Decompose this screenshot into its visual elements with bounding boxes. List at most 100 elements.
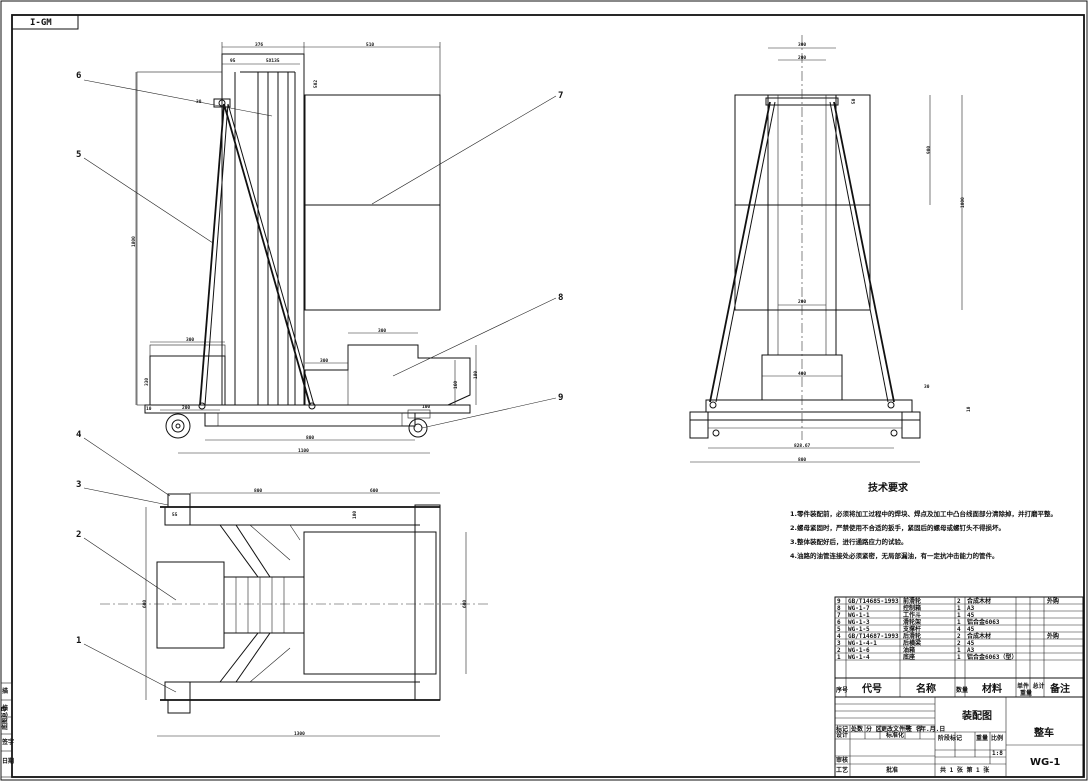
svg-text:4: 4 — [837, 633, 841, 640]
side-platform — [705, 399, 913, 413]
side-strut-right — [833, 101, 895, 403]
svg-text:签 名: 签 名 — [905, 725, 922, 733]
svg-text:3: 3 — [76, 480, 81, 490]
dim-100: 100 — [422, 404, 430, 410]
dim-800: 800 — [306, 435, 314, 441]
tech-requirements: 技术要求 1.零件装配前，必须将加工过程中的焊块、焊点及加工中凸台线面部分清除掉… — [790, 481, 1057, 560]
svg-text:45: 45 — [967, 626, 975, 633]
side-dim-900: 900 — [926, 146, 932, 154]
parts-row-6: 6 WG-1-3 滑轮架 1 铝合金6063 — [837, 618, 1000, 626]
svg-text:设计: 设计 — [836, 731, 848, 739]
svg-text:2: 2 — [957, 598, 961, 605]
svg-text:7: 7 — [837, 612, 841, 619]
parts-row-9: 9 GB/T14685-1993 前滑轮 2 合成木材 外购 — [837, 597, 1059, 605]
svg-text:2: 2 — [76, 530, 81, 540]
callout-4: 4 — [76, 430, 171, 497]
svg-text:1: 1 — [957, 654, 961, 661]
plan-dim-100: 100 — [352, 511, 358, 519]
tech-item-4: 4.油路的油管连接处必须紧密，无局部漏油，有一定抗冲击能力的管件。 — [790, 551, 999, 560]
svg-text:分 区: 分 区 — [866, 725, 882, 733]
svg-text:铝合金6063（型）: 铝合金6063（型） — [967, 653, 1017, 661]
dim-box-300: 300 — [186, 337, 194, 343]
svg-text:支撑杆: 支撑杆 — [902, 625, 921, 633]
svg-text:后滑轮: 后滑轮 — [903, 632, 921, 640]
callout-8: 8 — [392, 293, 563, 377]
svg-text:审核: 审核 — [836, 756, 848, 764]
product-name: 整车 — [1033, 726, 1054, 739]
callout-6: 6 — [76, 71, 273, 117]
side-strut-left — [709, 101, 771, 403]
svg-text:1: 1 — [957, 605, 961, 612]
dim-mid-300: 300 — [320, 358, 328, 364]
svg-text:5: 5 — [76, 150, 81, 160]
svg-text:2: 2 — [957, 633, 961, 640]
svg-text:铝合金6063: 铝合金6063 — [967, 618, 1000, 626]
callout-2: 2 — [76, 530, 177, 601]
dim-10: 10 — [146, 406, 152, 412]
tech-item-3: 3.整体装配好后，进行通路应力的试验。 — [790, 537, 908, 546]
callout-7: 7 — [371, 91, 563, 205]
dim-160: 160 — [453, 381, 459, 389]
drawing-name: 装配图 — [961, 709, 992, 722]
svg-text:GB/T14687-1993: GB/T14687-1993 — [848, 633, 899, 640]
parts-row-5: 5 WG-1-5 支撑杆 4 45 — [837, 625, 975, 633]
svg-text:5: 5 — [837, 626, 841, 633]
svg-text:8: 8 — [837, 605, 841, 612]
svg-text:WG-1-1: WG-1-1 — [848, 612, 870, 619]
side-dim-400: 400 — [798, 371, 806, 377]
rear-wheel-bottom — [167, 699, 191, 714]
title-block: 装配图 整车 WG-1 1:8 共 1 张 第 1 张 标记 处数 分 区 更改… — [834, 696, 1084, 778]
svg-text:代号: 代号 — [861, 682, 882, 695]
parts-row-3: 3 WG-1-4-1 后横梁 2 45 — [837, 639, 975, 647]
svg-text:序号: 序号 — [835, 686, 848, 694]
dim-376: 376 — [255, 42, 263, 48]
callout-9: 9 — [421, 393, 563, 429]
svg-text:WG-1-6: WG-1-6 — [848, 647, 870, 654]
callout-1: 1 — [76, 636, 177, 693]
svg-text:签字: 签字 — [1, 738, 14, 746]
svg-text:6: 6 — [837, 619, 841, 626]
svg-text:WG-1-3: WG-1-3 — [848, 619, 870, 626]
dim-510: 510 — [366, 42, 374, 48]
svg-text:GB/T14685-1993: GB/T14685-1993 — [848, 598, 899, 605]
svg-text:1: 1 — [957, 612, 961, 619]
svg-text:重量: 重量 — [976, 734, 988, 742]
svg-text:批准: 批准 — [886, 766, 898, 774]
oil-tank-front — [149, 355, 226, 406]
dim-slot: 5X135 — [266, 58, 280, 64]
svg-text:描: 描 — [2, 687, 8, 695]
svg-text:合成木材: 合成木材 — [967, 597, 991, 605]
side-dim-10: 10 — [966, 406, 972, 412]
dim-200: 200 — [182, 405, 190, 411]
svg-text:1: 1 — [837, 654, 841, 661]
parts-list: 9 GB/T14685-1993 前滑轮 2 合成木材 外购 8 WG-1-7 … — [834, 596, 1084, 698]
svg-text:材料: 材料 — [982, 682, 1002, 695]
svg-text:外购: 外购 — [1046, 597, 1059, 605]
svg-text:WG-1-5: WG-1-5 — [848, 626, 870, 633]
plan-dim-55: 55 — [172, 512, 178, 518]
tech-title: 技术要求 — [868, 481, 909, 494]
svg-text:外购: 外购 — [1046, 632, 1059, 640]
svg-text:工作斗: 工作斗 — [903, 611, 921, 619]
callout-5: 5 — [76, 150, 214, 244]
parts-row-8: 8 WG-1-7 控制箱 1 A3 — [837, 604, 975, 612]
front-view: 376 510 95 5X135 502 1800 30 300 330 300… — [76, 42, 563, 454]
svg-text:合成木材: 合成木材 — [967, 632, 991, 640]
side-dim-200: 200 — [798, 55, 806, 61]
svg-text:45: 45 — [967, 612, 975, 619]
plan-dim-800: 800 — [254, 488, 262, 494]
svg-text:45: 45 — [967, 640, 975, 647]
callout-3: 3 — [76, 480, 169, 506]
strut-right — [223, 103, 311, 406]
left-strip: 描 校 底图总号 签字 日期 — [0, 682, 14, 778]
tech-item-2: 2.螺母紧固时，严禁使用不合适的扳手，紧固后的螺母或螺钉头不得损坏。 — [790, 523, 1005, 532]
dim-502: 502 — [313, 80, 319, 88]
svg-text:处数: 处数 — [850, 725, 864, 733]
svg-text:2: 2 — [837, 647, 841, 654]
svg-text:1: 1 — [957, 619, 961, 626]
plan-dim-left-600: 600 — [142, 600, 148, 608]
mast — [221, 53, 305, 406]
svg-text:后横梁: 后横梁 — [903, 639, 921, 647]
svg-text:前滑轮: 前滑轮 — [903, 597, 921, 605]
